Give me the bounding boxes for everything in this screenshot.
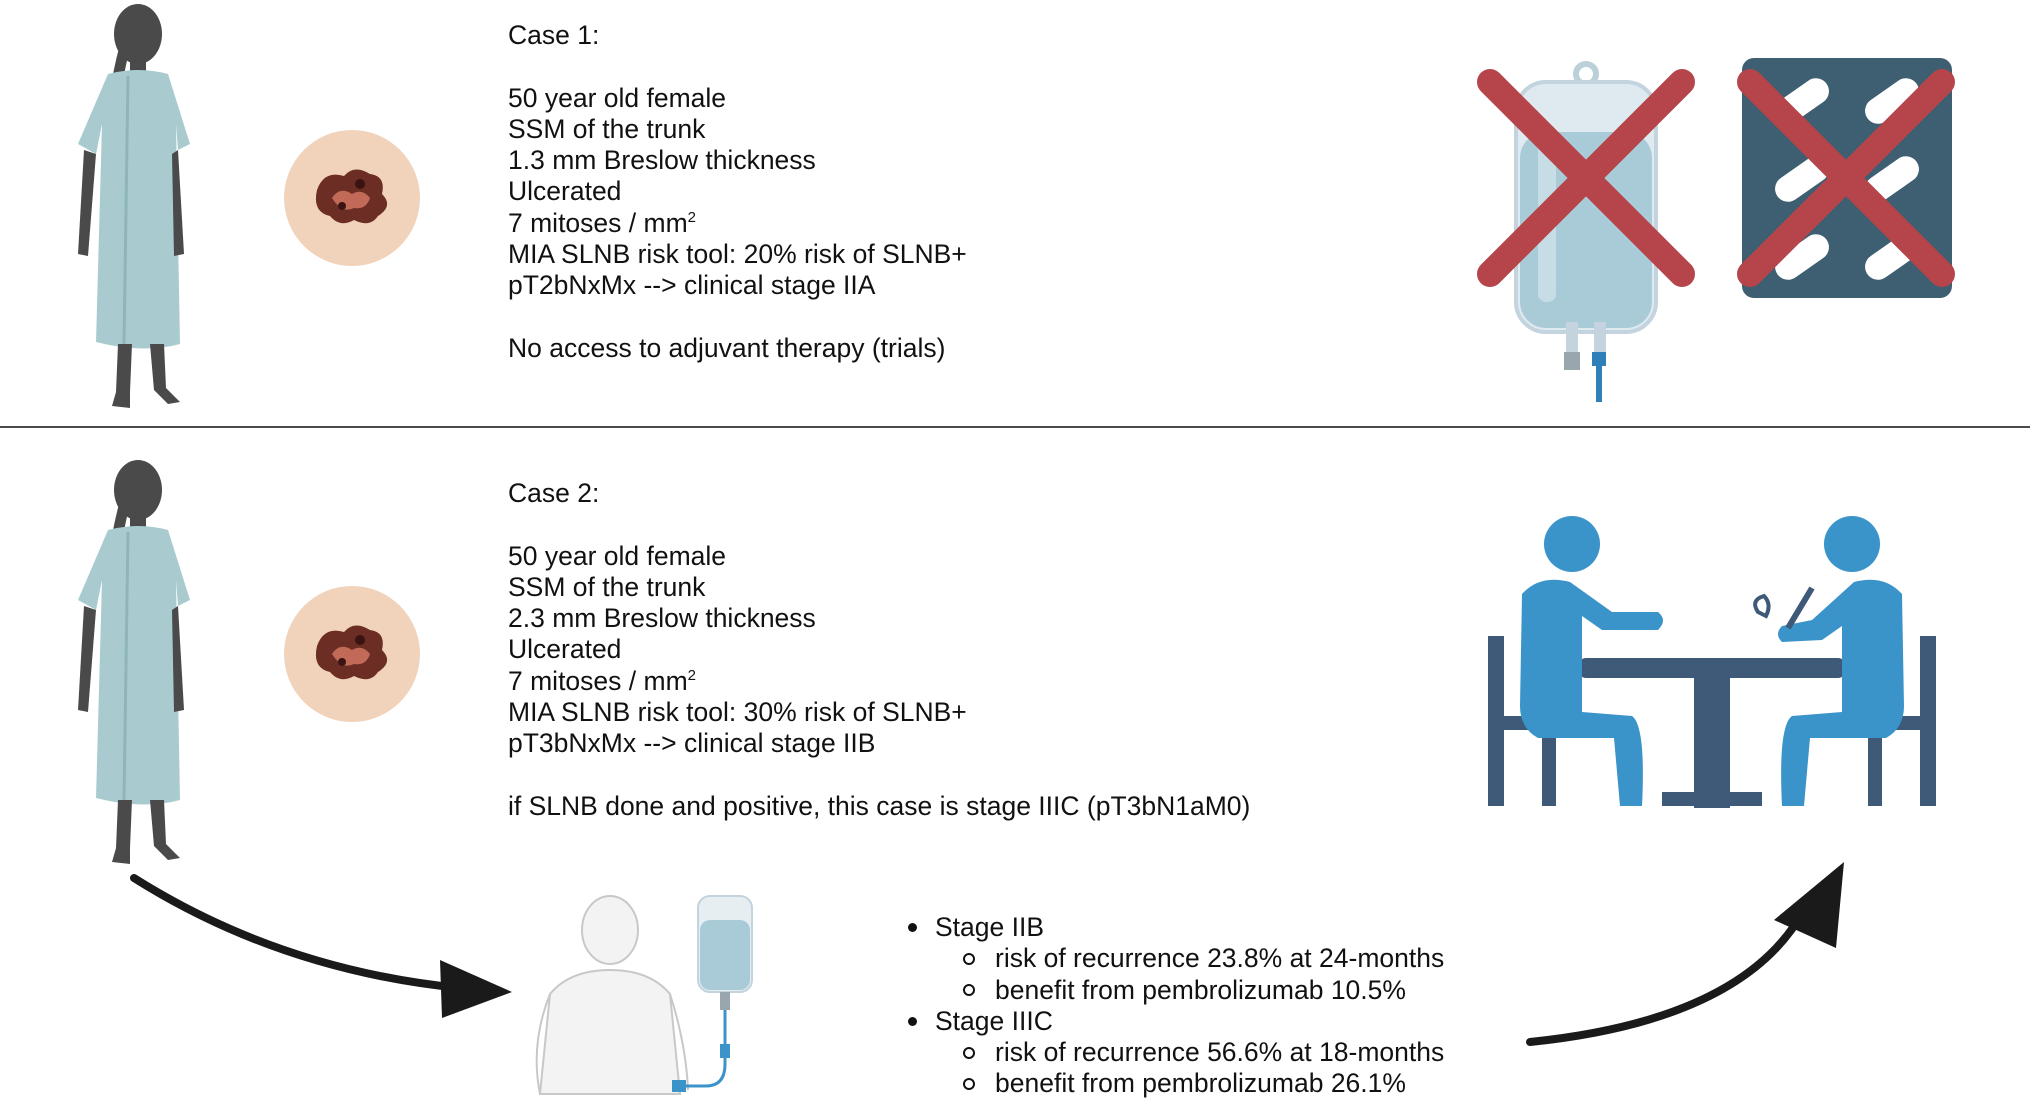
case1-line: 50 year old female (508, 82, 727, 113)
case1-mitoses: 7 mitoses / mm (508, 207, 688, 238)
case2-line: pT3bNxMx --> clinical stage IIB (508, 728, 876, 759)
consultation-icon (1488, 516, 1936, 808)
case1-title: Case 1: (508, 20, 600, 50)
infusion-patient-icon (535, 895, 753, 1095)
list-item: Stage IIB (908, 912, 1444, 943)
case1-line: SSM of the trunk (508, 113, 706, 144)
list-item: benefit from pembrolizumab 26.1% (908, 1068, 1444, 1099)
case2-text: Case 2: 50 year old female SSM of the tr… (508, 478, 1250, 822)
list-item: risk of recurrence 56.6% at 18-months (908, 1037, 1444, 1068)
case2-line: Ulcerated (508, 634, 622, 665)
case1-line: MIA SLNB risk tool: 20% risk of SLNB+ (508, 239, 967, 270)
case2-note: if SLNB done and positive, this case is … (508, 790, 1251, 821)
lesion-icon (284, 130, 420, 266)
case1-line: Ulcerated (508, 176, 622, 207)
case1-mitoses-sup: 2 (687, 208, 696, 226)
case2-mitoses-sup: 2 (687, 666, 696, 684)
arrow-icon (130, 874, 512, 1018)
outcomes-list: Stage IIB risk of recurrence 23.8% at 24… (908, 912, 1444, 1100)
list-item: risk of recurrence 23.8% at 24-months (908, 943, 1444, 974)
case2-line: 50 year old female (508, 540, 727, 571)
case1-text: Case 1: 50 year old female SSM of the tr… (508, 20, 967, 364)
patient-icon (78, 460, 190, 864)
case2-line: 2.3 mm Breslow thickness (508, 603, 816, 634)
arrow-icon (1526, 862, 1844, 1046)
case2-mitoses: 7 mitoses / mm (508, 665, 688, 696)
case2-line: SSM of the trunk (508, 571, 706, 602)
case-divider (0, 426, 2030, 428)
cross-icon (1737, 69, 1955, 287)
case2-line: MIA SLNB risk tool: 30% risk of SLNB+ (508, 697, 967, 728)
list-item: Stage IIIC (908, 1006, 1444, 1037)
patient-icon (78, 4, 190, 408)
lesion-icon (284, 586, 420, 722)
case2-title: Case 2: (508, 478, 600, 508)
case1-note: No access to adjuvant therapy (trials) (508, 332, 946, 363)
list-item: benefit from pembrolizumab 10.5% (908, 975, 1444, 1006)
cross-icon (1477, 69, 1695, 287)
case1-line: pT2bNxMx --> clinical stage IIA (508, 270, 876, 301)
case1-line: 1.3 mm Breslow thickness (508, 145, 816, 176)
